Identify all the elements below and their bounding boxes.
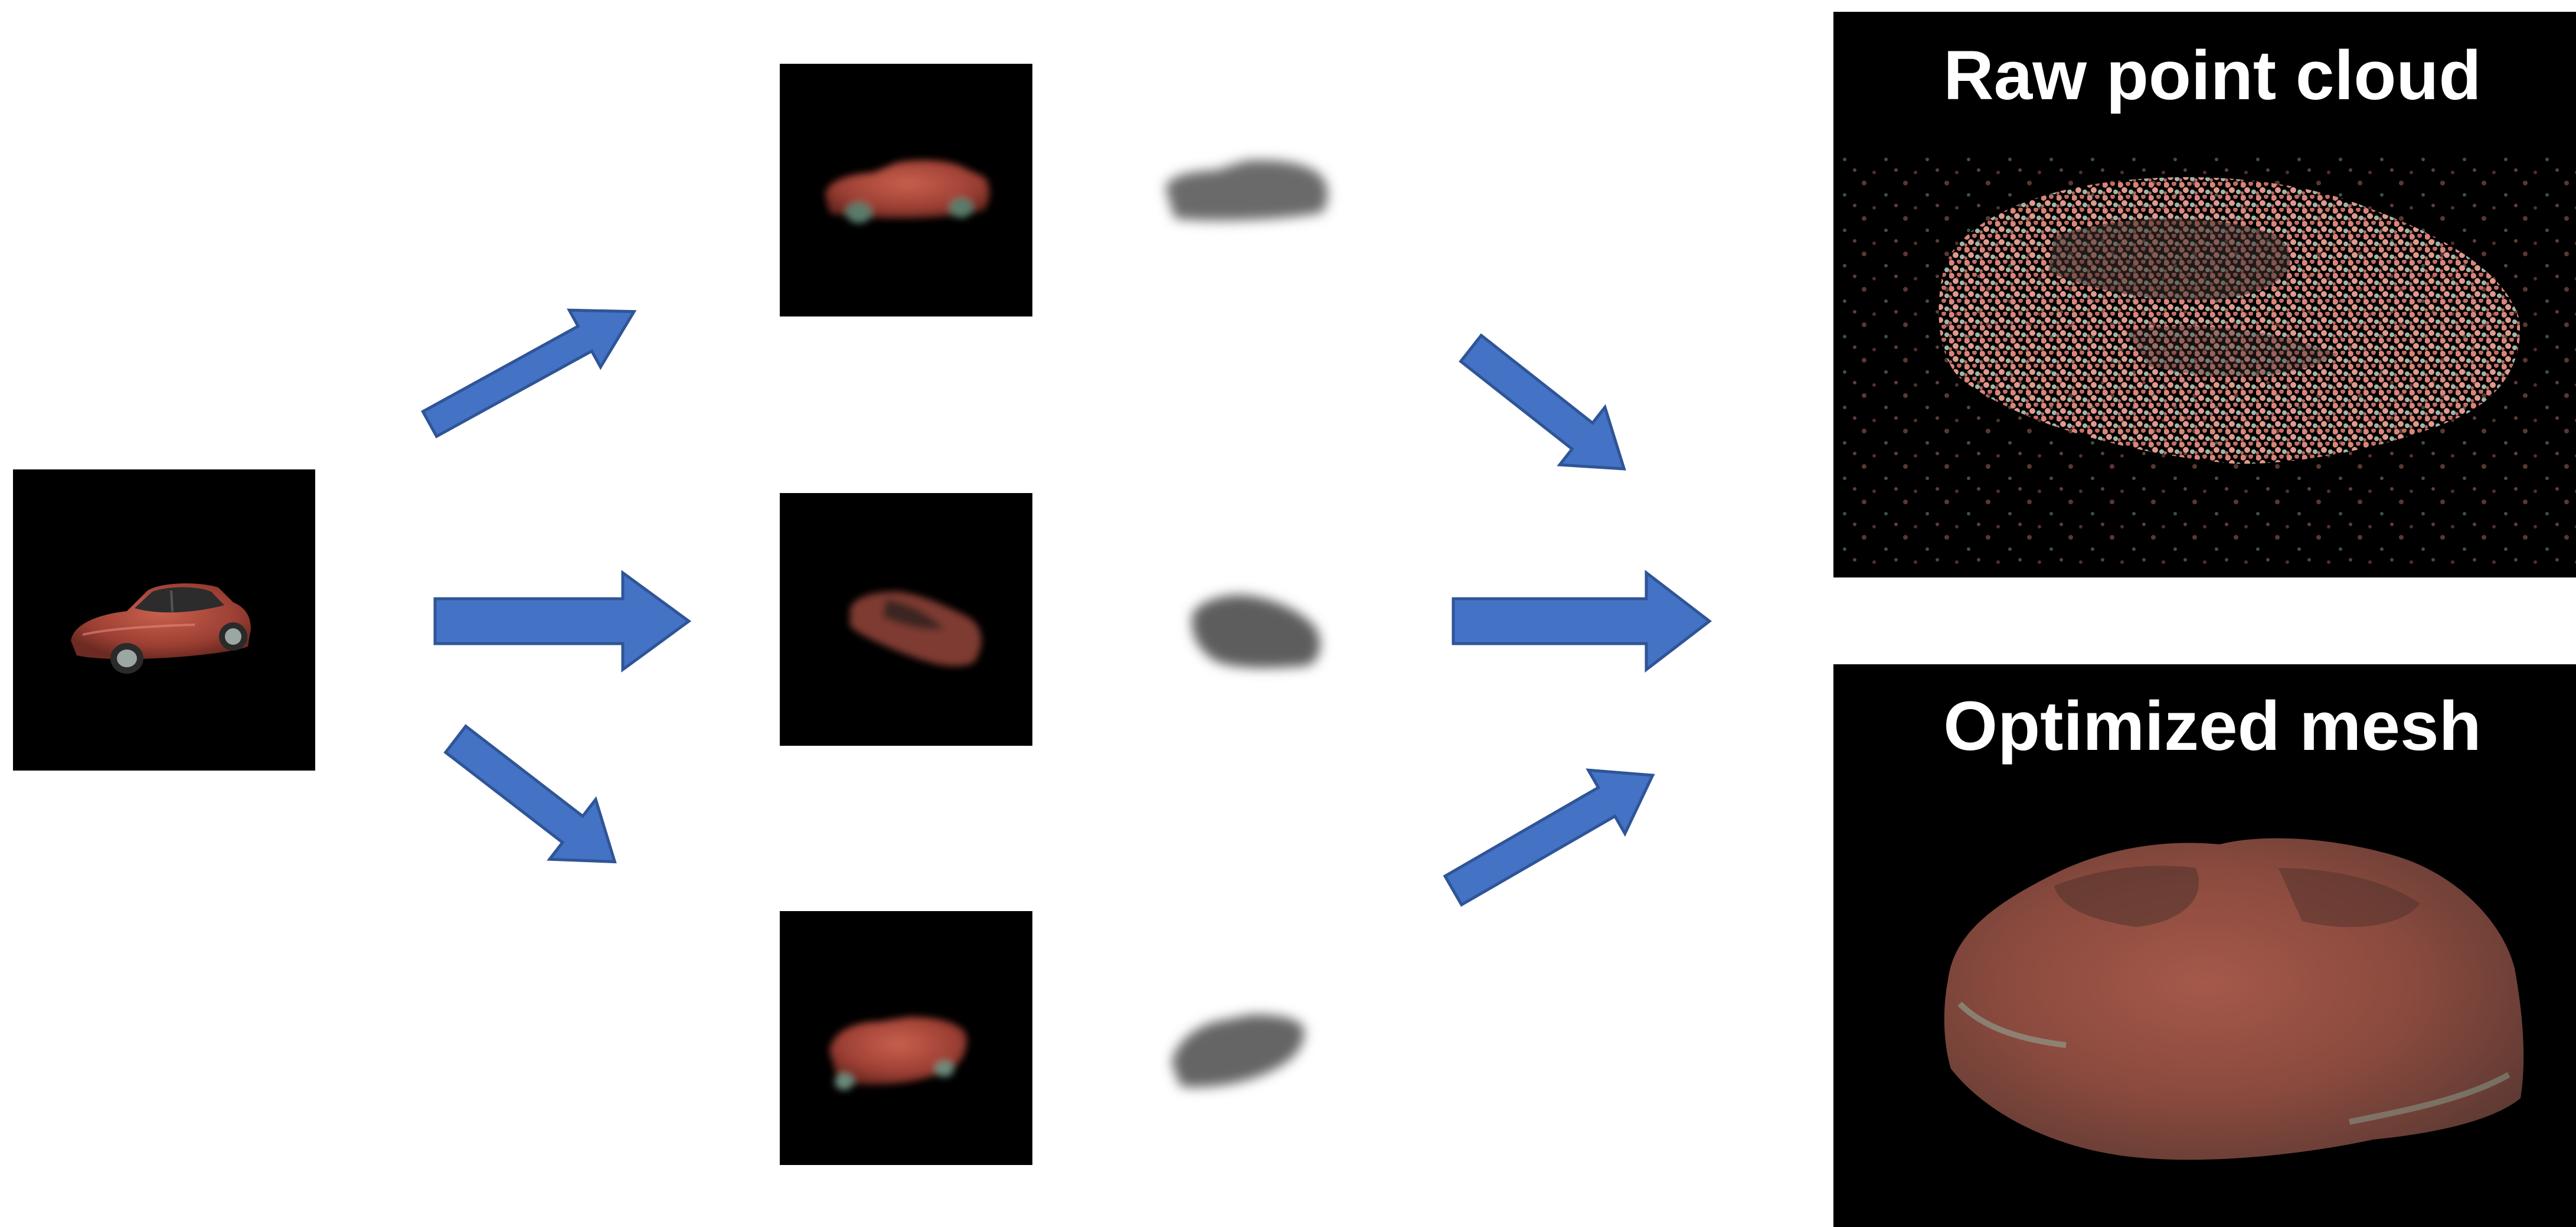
car-view-icon — [825, 160, 990, 223]
car-silhouette-icon — [1192, 595, 1320, 668]
raw-point-cloud-panel: Raw point cloud — [1833, 12, 2576, 577]
block-arrow-icon — [433, 570, 692, 673]
panel-title: Raw point cloud — [1943, 37, 2481, 115]
mesh-render — [1944, 838, 2524, 1160]
rendered-view-top — [780, 64, 1032, 316]
rendered-view-middle — [780, 493, 1032, 746]
car-view-icon — [850, 592, 982, 667]
block-arrow-icon — [421, 308, 637, 439]
block-arrow-icon — [1452, 569, 1712, 673]
block-arrow-icon — [1443, 768, 1655, 907]
point-cloud-render — [1837, 154, 2576, 567]
panel-title: Optimized mesh — [1943, 687, 2481, 765]
car-silhouette-icon — [1172, 1014, 1305, 1088]
block-arrow-icon — [1459, 333, 1626, 471]
car-render-icon — [71, 583, 251, 674]
car-view-icon — [829, 1017, 967, 1090]
block-arrow-icon — [443, 724, 617, 864]
car-silhouette-icon — [1166, 159, 1328, 221]
optimized-mesh-panel: Optimized mesh — [1833, 664, 2576, 1227]
input-image — [13, 469, 315, 771]
rendered-view-bottom — [780, 911, 1032, 1165]
